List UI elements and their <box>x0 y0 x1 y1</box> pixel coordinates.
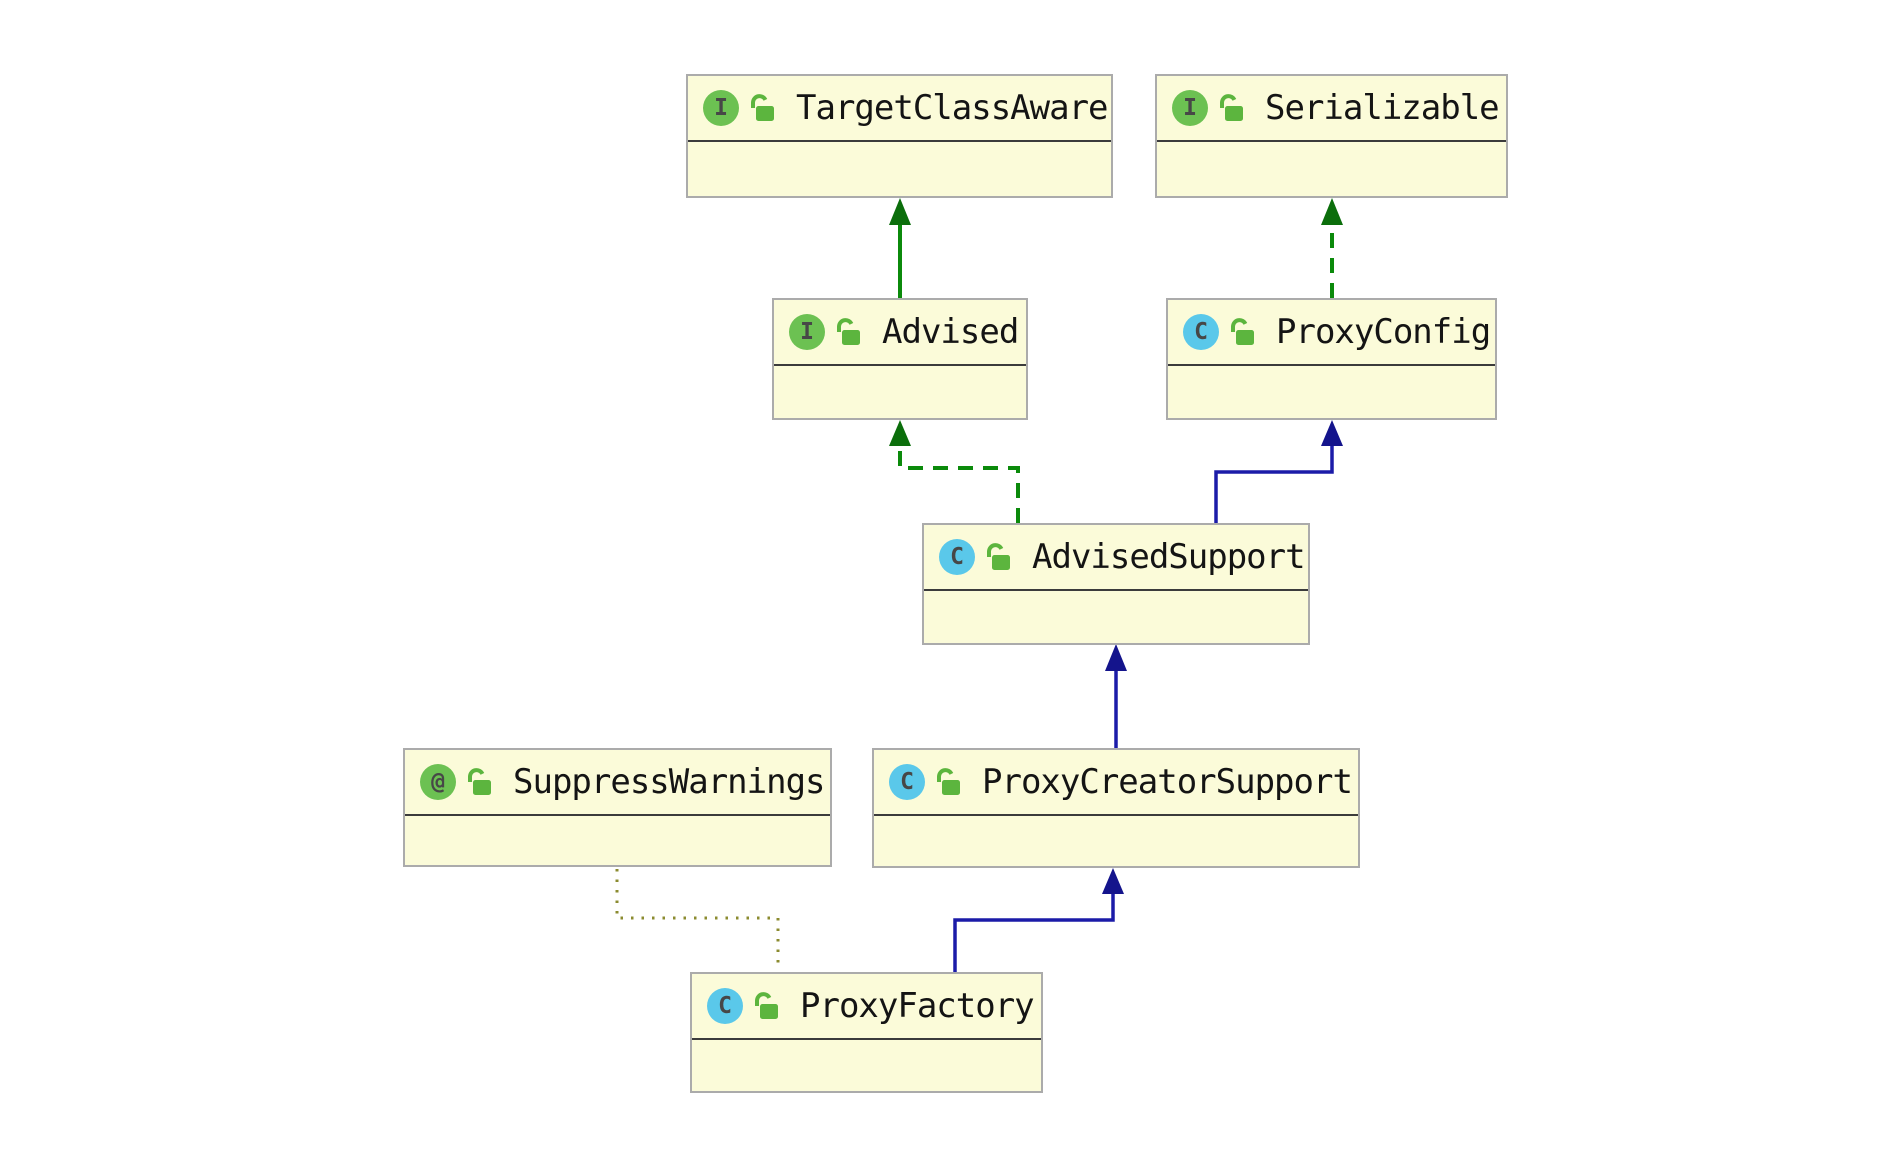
edge-proxycreatorsupport-extends-advisedsupport[interactable] <box>1105 644 1127 748</box>
unlock-icon <box>837 318 860 345</box>
class-icon: C <box>939 539 975 575</box>
node-members-compartment <box>1157 142 1506 196</box>
class-node-proxyfactory[interactable]: C ProxyFactory <box>690 972 1043 1093</box>
node-label: TargetClassAware <box>796 88 1109 128</box>
unlock-icon <box>1220 94 1243 121</box>
edge-advised-extends-targetclassaware[interactable] <box>889 198 911 298</box>
unlock-icon <box>987 543 1010 570</box>
edge-proxyfactory-annotation-suppresswarnings[interactable] <box>615 869 780 970</box>
class-icon: C <box>1183 314 1219 350</box>
node-members-compartment <box>692 1040 1041 1091</box>
class-node-proxycreatorsupport[interactable]: C ProxyCreatorSupport <box>872 748 1360 868</box>
class-icon: C <box>707 988 743 1024</box>
node-title-row: I TargetClassAware <box>688 76 1111 142</box>
node-members-compartment <box>924 591 1308 643</box>
node-title-row: C AdvisedSupport <box>924 525 1308 591</box>
node-label: AdvisedSupport <box>1032 537 1306 577</box>
node-members-compartment <box>874 816 1358 866</box>
node-label: ProxyConfig <box>1276 312 1491 352</box>
node-label: ProxyFactory <box>800 986 1035 1026</box>
interface-icon: I <box>703 90 739 126</box>
edge-advisedsupport-implements-advised[interactable] <box>889 420 1020 523</box>
node-title-row: @ SuppressWarnings <box>405 750 830 816</box>
node-members-compartment <box>1168 366 1495 418</box>
node-title-row: C ProxyCreatorSupport <box>874 750 1358 816</box>
interface-node-serializable[interactable]: I Serializable <box>1155 74 1508 198</box>
interface-icon: I <box>789 314 825 350</box>
interface-node-targetclassaware[interactable]: I TargetClassAware <box>686 74 1113 198</box>
edge-proxyfactory-extends-proxycreatorsupport[interactable] <box>953 868 1124 972</box>
edge-proxyconfig-implements-serializable[interactable] <box>1321 198 1343 298</box>
node-members-compartment <box>405 816 830 865</box>
node-label: Serializable <box>1265 88 1500 128</box>
unlock-icon <box>751 94 774 121</box>
node-label: ProxyCreatorSupport <box>982 762 1353 802</box>
interface-icon: I <box>1172 90 1208 126</box>
node-label: SuppressWarnings <box>513 762 826 802</box>
interface-node-advised[interactable]: I Advised <box>772 298 1028 420</box>
unlock-icon <box>755 992 778 1019</box>
unlock-icon <box>1231 318 1254 345</box>
unlock-icon <box>937 768 960 795</box>
class-node-advisedsupport[interactable]: C AdvisedSupport <box>922 523 1310 645</box>
node-title-row: C ProxyConfig <box>1168 300 1495 366</box>
unlock-icon <box>468 768 491 795</box>
node-title-row: I Advised <box>774 300 1026 366</box>
node-title-row: I Serializable <box>1157 76 1506 142</box>
node-label: Advised <box>882 312 1019 352</box>
annotation-node-suppresswarnings[interactable]: @ SuppressWarnings <box>403 748 832 867</box>
node-members-compartment <box>774 366 1026 418</box>
node-title-row: C ProxyFactory <box>692 974 1041 1040</box>
class-node-proxyconfig[interactable]: C ProxyConfig <box>1166 298 1497 420</box>
class-icon: C <box>889 764 925 800</box>
annotation-icon: @ <box>420 764 456 800</box>
node-members-compartment <box>688 142 1111 196</box>
edge-advisedsupport-extends-proxyconfig[interactable] <box>1214 420 1343 523</box>
